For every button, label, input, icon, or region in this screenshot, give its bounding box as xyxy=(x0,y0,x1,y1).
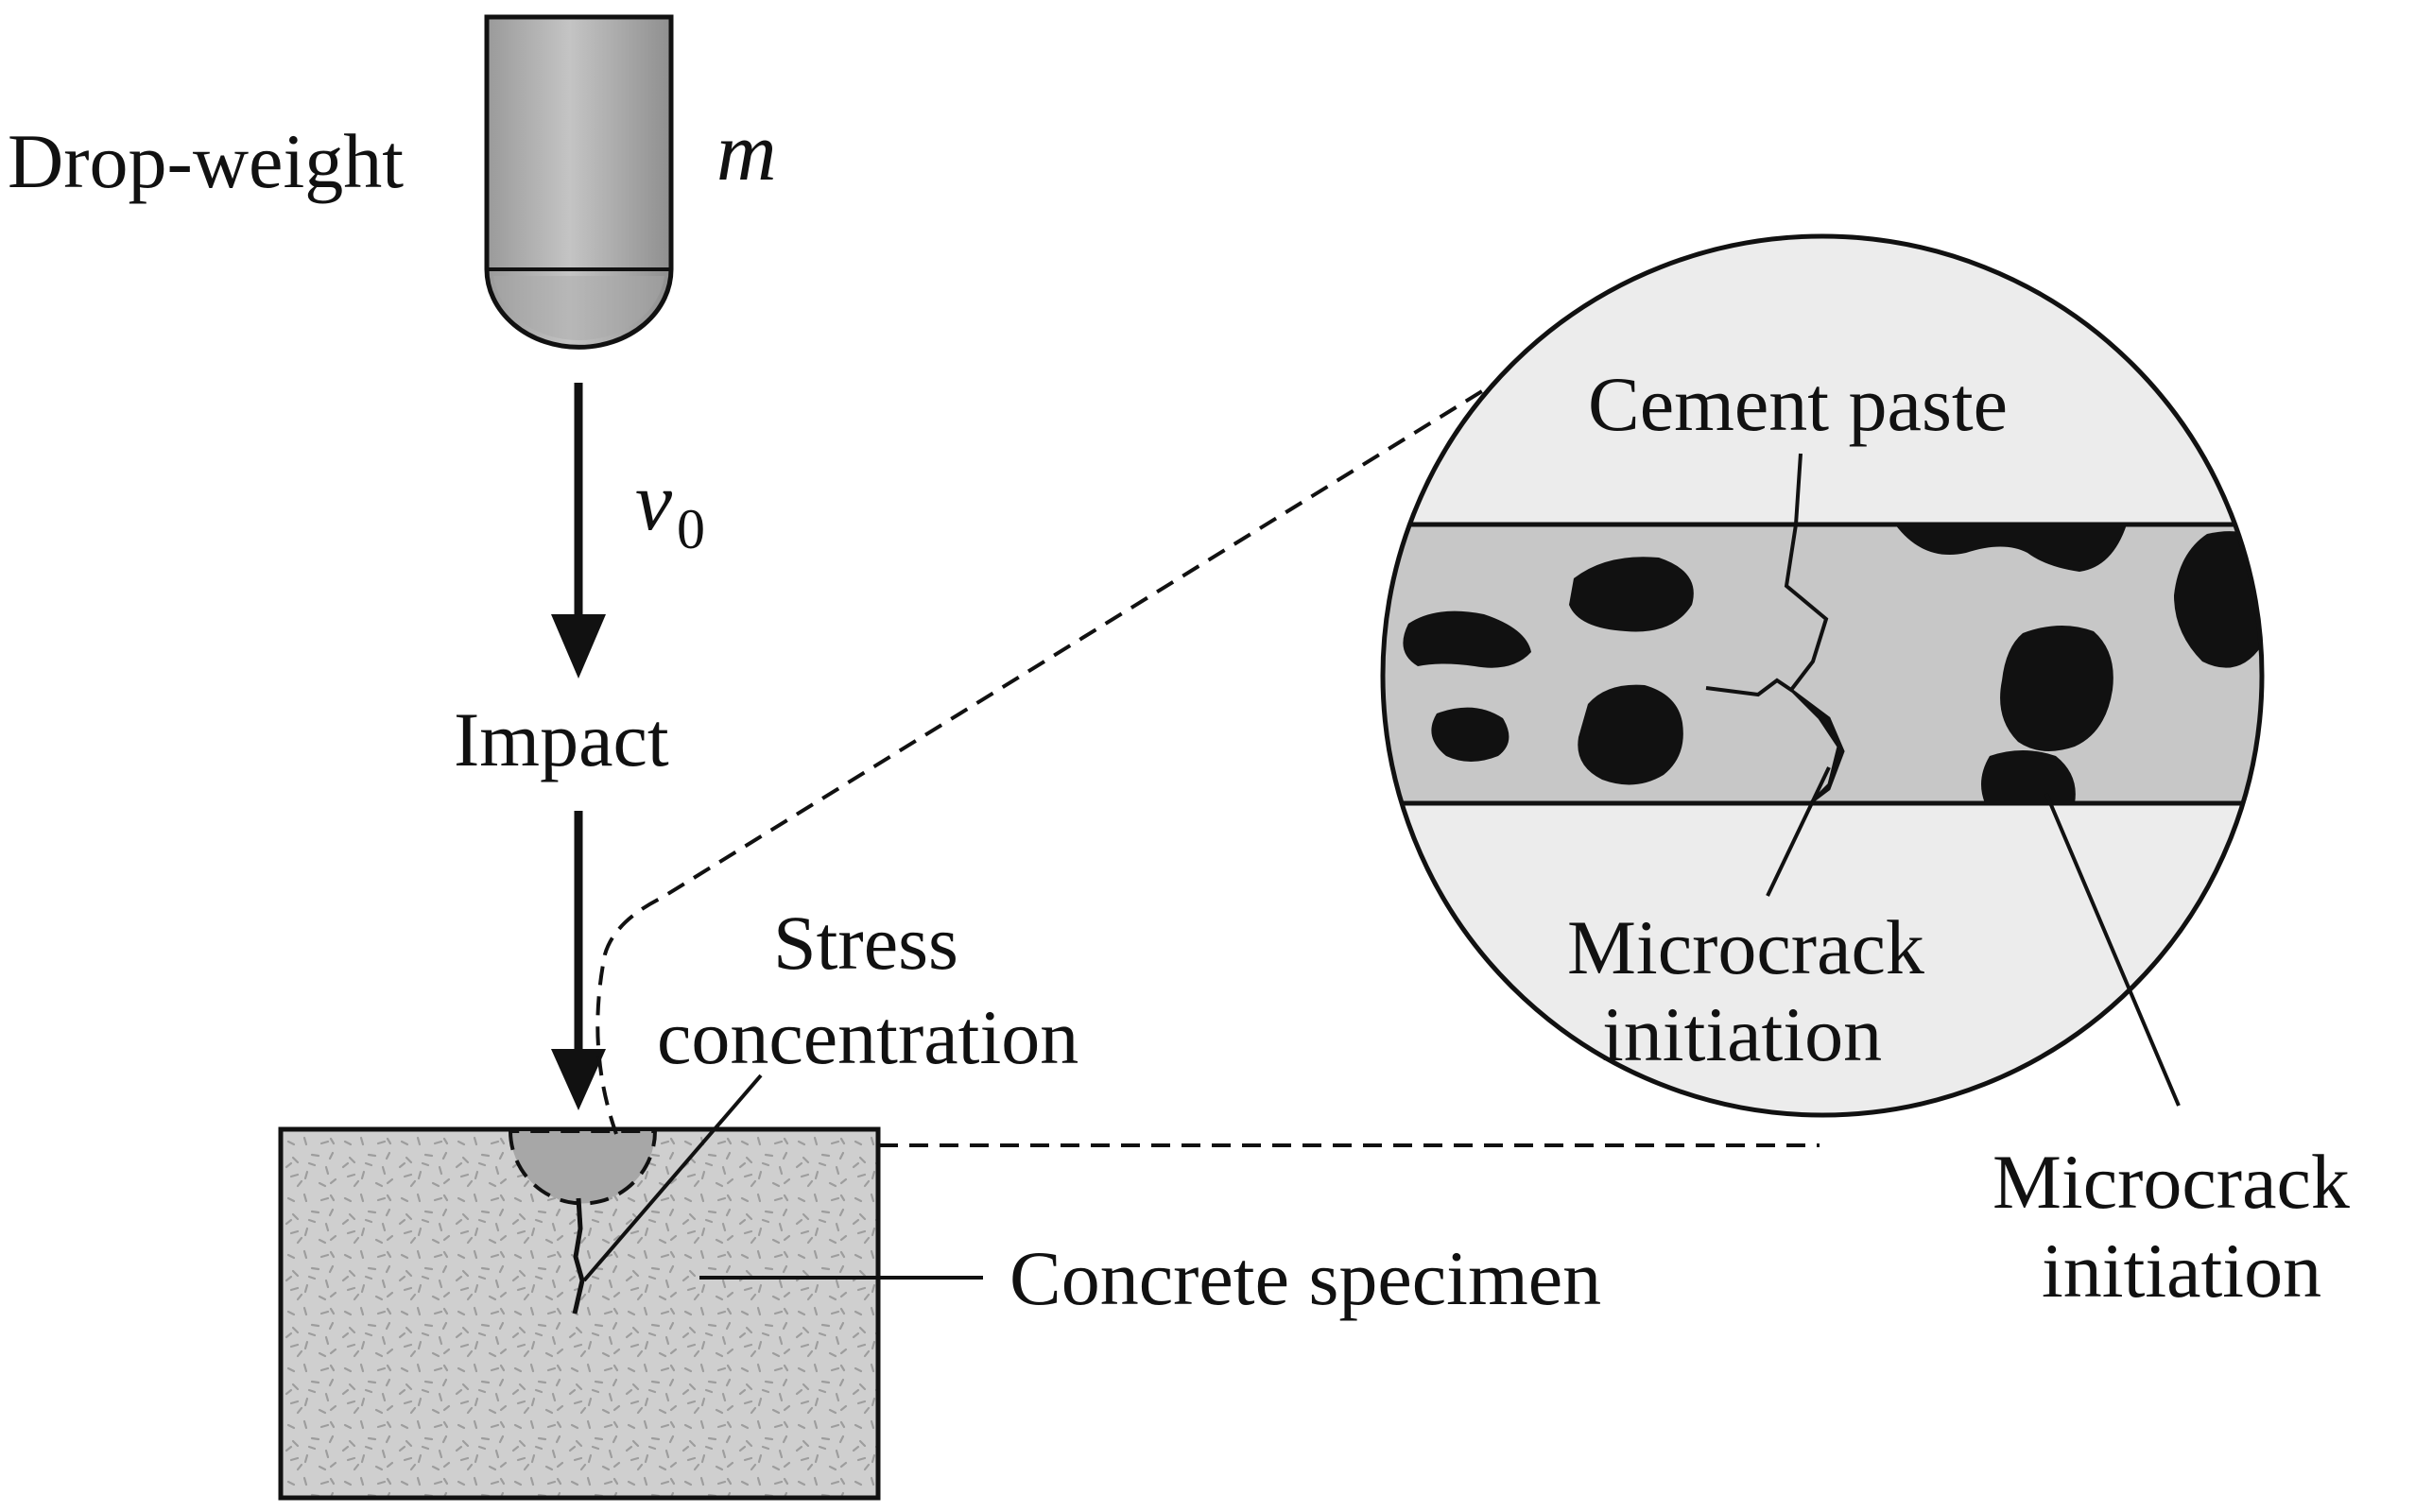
concrete-specimen xyxy=(278,1126,881,1501)
inner-microcrack-label-line2: initiation xyxy=(1602,991,1882,1077)
inner-microcrack-leader xyxy=(1766,766,1831,897)
inner-microcrack-label-line1: Microcrack xyxy=(1567,904,1924,990)
velocity-symbol: v xyxy=(635,456,673,548)
outer-microcrack-label-line1: Microcrack xyxy=(1992,1139,2350,1225)
drop-weight-label: Drop-weight xyxy=(8,118,404,204)
stress-leader-line xyxy=(582,1074,763,1282)
zoom-line-upper xyxy=(595,365,1524,1135)
velocity-arrow xyxy=(551,383,606,679)
drop-weight xyxy=(484,14,674,350)
concrete-specimen-label: Concrete specimen xyxy=(1009,1235,1601,1321)
interface-band xyxy=(1383,524,2262,803)
microcrack-path xyxy=(1705,453,1829,697)
stress-label-line1: Stress xyxy=(773,900,958,986)
outer-microcrack-label-line2: initiation xyxy=(2042,1228,2321,1314)
velocity-subscript: 0 xyxy=(677,498,705,560)
impact-label: Impact xyxy=(454,696,669,782)
outer-microcrack-leader xyxy=(2044,793,2181,1107)
magnified-view xyxy=(1380,233,2265,1118)
aggregates xyxy=(1403,524,2262,803)
stress-label-line2: concentration xyxy=(657,994,1078,1080)
cement-paste-label: Cement paste xyxy=(1588,361,2008,447)
impact-arrow xyxy=(551,811,606,1110)
mass-symbol: m xyxy=(716,107,777,198)
